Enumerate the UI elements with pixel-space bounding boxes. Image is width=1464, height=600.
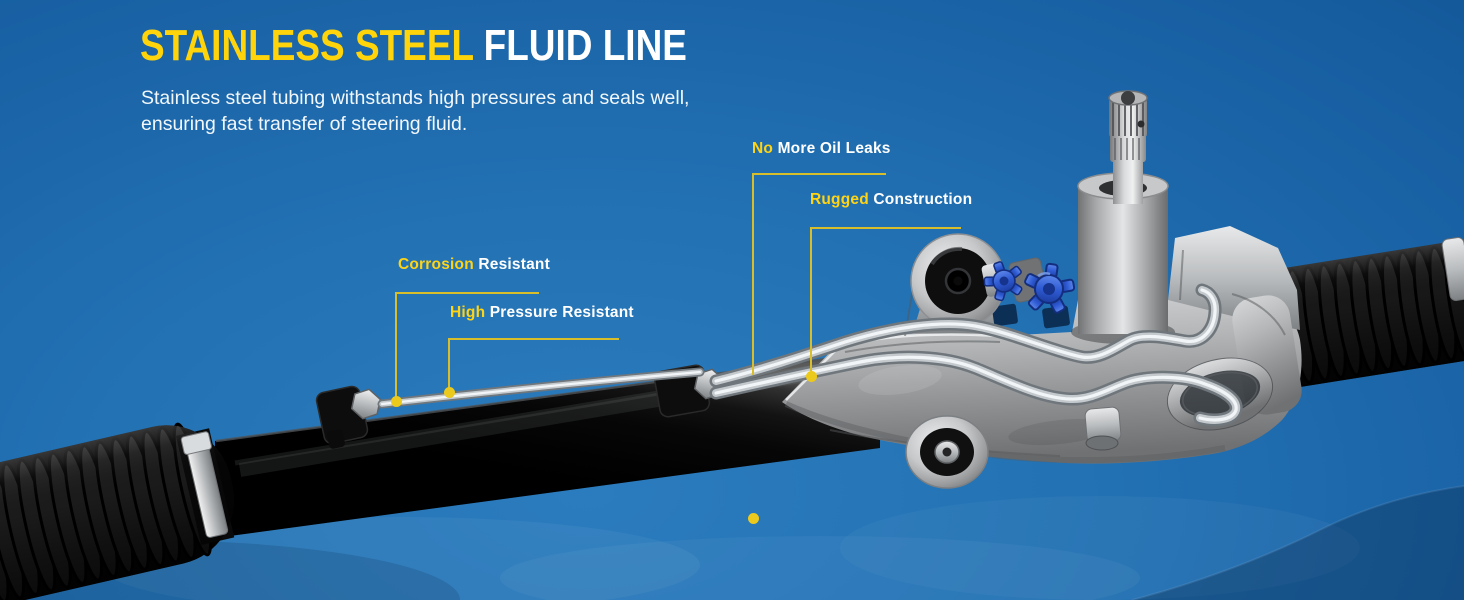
leader-line-horizontal xyxy=(448,338,619,340)
mount-stub xyxy=(1084,406,1122,451)
leader-line-vertical xyxy=(752,173,754,375)
title-rest: FLUID LINE xyxy=(473,21,687,70)
header: STAINLESS STEEL FLUID LINE Stainless ste… xyxy=(140,22,791,137)
leader-line-vertical xyxy=(448,338,450,388)
casting-hole xyxy=(1042,305,1070,329)
leader-dot xyxy=(390,396,402,407)
callout-label: Corrosion Resistant xyxy=(398,256,550,273)
right-tie-rod-tip xyxy=(1441,237,1464,301)
stainless-fluid-lines xyxy=(377,367,705,409)
callout-corrosion-resistant: Corrosion Resistant xyxy=(390,256,550,407)
subtitle-line1: Stainless steel tubing withstands high p… xyxy=(141,86,690,109)
leader-dot xyxy=(443,387,455,398)
callout-rugged-construction: Rugged Construction xyxy=(805,191,973,382)
title-highlight: STAINLESS STEEL xyxy=(140,21,474,70)
fluid-line-fitting-left xyxy=(315,385,383,449)
upper-mount-bushing xyxy=(910,233,1006,329)
leader-line-vertical xyxy=(810,227,812,373)
callout-no-more-oil-leaks: No More Oil Leaks xyxy=(747,140,891,524)
boot-clamp xyxy=(180,431,229,538)
leader-line-horizontal xyxy=(752,173,886,175)
leader-line-horizontal xyxy=(395,292,539,294)
leader-line-vertical xyxy=(395,292,397,397)
mountain-silhouette xyxy=(1132,486,1464,600)
leader-dot xyxy=(805,371,817,382)
subtitle-line2: ensuring fast transfer of steering fluid… xyxy=(141,112,468,135)
input-shaft xyxy=(1108,90,1148,204)
page-title: STAINLESS STEEL FLUID LINE xyxy=(140,22,687,70)
callout-label: High Pressure Resistant xyxy=(450,304,634,321)
casting-hole xyxy=(992,303,1018,327)
leader-line-horizontal xyxy=(810,227,961,229)
subtitle: Stainless steel tubing withstands high p… xyxy=(141,85,791,137)
callout-label: No More Oil Leaks xyxy=(752,140,891,157)
callout-label: Rugged Construction xyxy=(810,191,973,208)
leader-dot xyxy=(747,513,759,524)
callout-high-pressure-resistant: High Pressure Resistant xyxy=(443,304,634,398)
lower-mount-bushing xyxy=(905,415,989,489)
blue-port-caps xyxy=(977,255,1079,317)
